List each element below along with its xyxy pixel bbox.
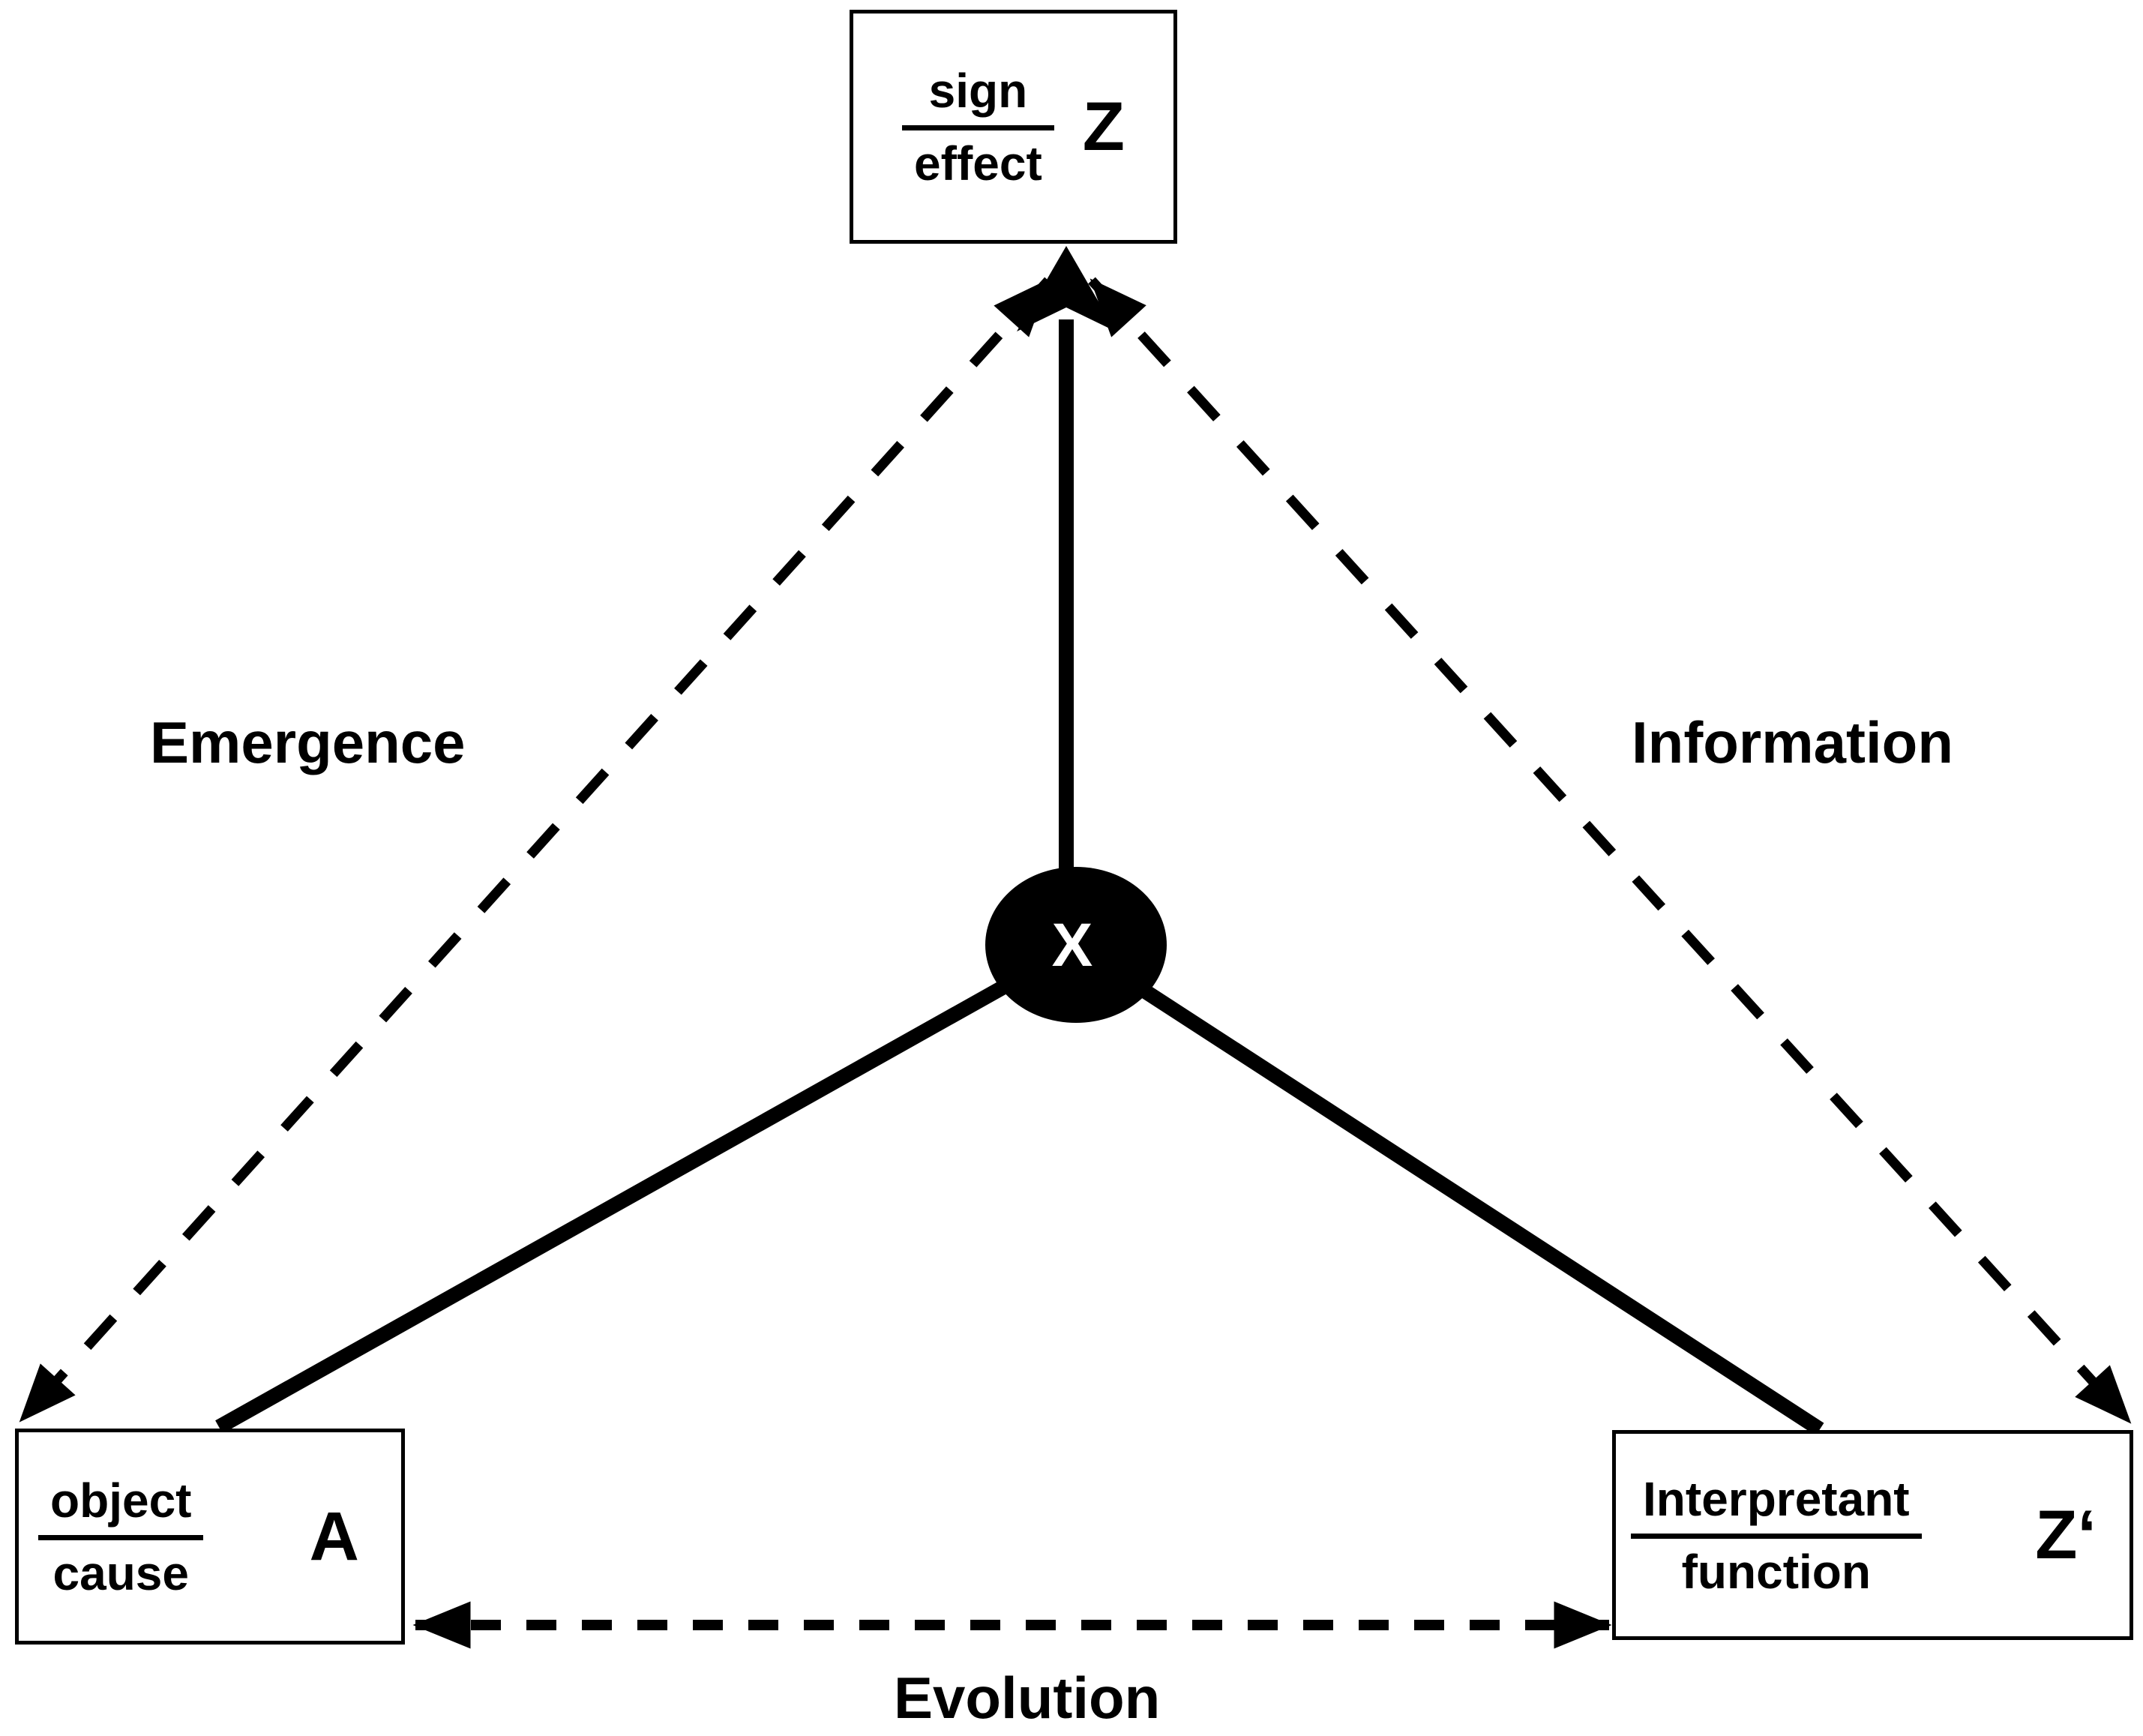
object-denominator: cause xyxy=(52,1546,189,1600)
x-to-interpretant-edge xyxy=(1072,940,1824,1436)
center-node xyxy=(985,867,1167,1023)
x-to-object-edge xyxy=(215,940,1080,1434)
evolution-label: Evolution xyxy=(894,1665,1161,1731)
center-node-label: X xyxy=(1052,911,1093,979)
object-numerator: object xyxy=(38,1472,204,1540)
sign-fraction: sign effect xyxy=(902,62,1054,192)
information-label: Information xyxy=(1632,709,1953,775)
sign-node: sign effect Z xyxy=(850,10,1177,244)
emergence-edge xyxy=(17,277,1052,1424)
interpretant-fraction: Interpretant function xyxy=(1631,1471,1922,1600)
object-fraction: object cause xyxy=(38,1472,204,1602)
interpretant-node: Interpretant function Z‘ xyxy=(1612,1430,2133,1640)
emergence-label: Emergence xyxy=(150,709,466,775)
sign-symbol: Z xyxy=(1082,88,1125,165)
sign-denominator: effect xyxy=(914,136,1042,190)
object-symbol: A xyxy=(309,1498,359,1575)
sign-numerator: sign xyxy=(902,62,1054,130)
interpretant-denominator: function xyxy=(1681,1544,1871,1599)
interpretant-symbol: Z‘ xyxy=(2035,1497,2097,1573)
information-edge xyxy=(1088,277,2133,1426)
object-node: object cause A xyxy=(15,1429,405,1645)
interpretant-numerator: Interpretant xyxy=(1631,1471,1922,1539)
